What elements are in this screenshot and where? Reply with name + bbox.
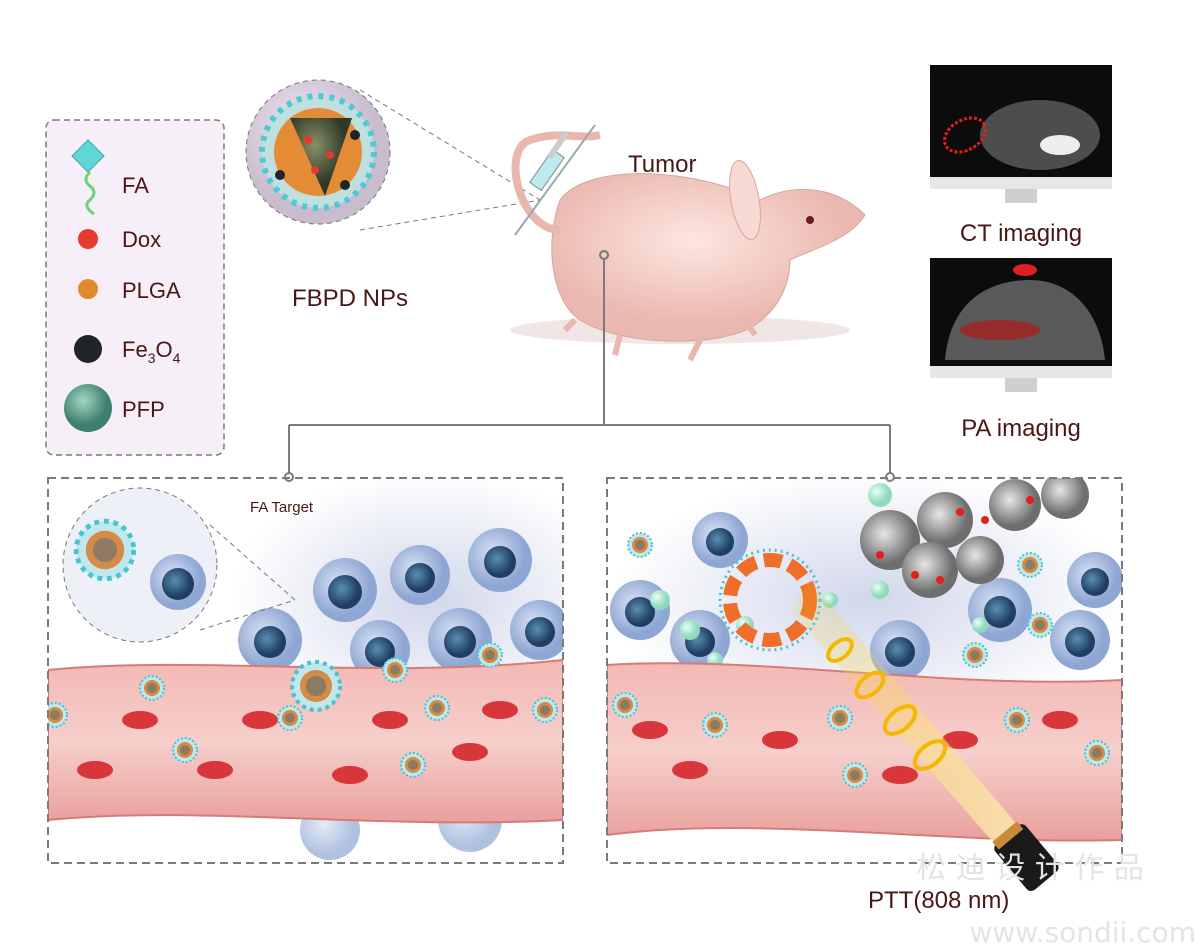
tumor-label: Tumor — [628, 151, 696, 178]
mouse-illustration — [510, 124, 866, 362]
legend-label-dox: Dox — [122, 227, 161, 252]
legend-label-plga: PLGA — [122, 278, 181, 303]
nanoparticle-label: FBPD NPs — [292, 285, 408, 312]
fa-ligand-icon — [71, 139, 105, 216]
ct-monitor — [930, 65, 1112, 203]
ct-imaging-label: CT imaging — [960, 220, 1082, 247]
connector-lines — [288, 259, 891, 473]
syringe-icon — [514, 124, 596, 236]
left-panel-fa-targeting — [47, 477, 564, 864]
fa-target-inset — [62, 487, 296, 643]
laser-beam — [790, 580, 1030, 850]
legend-label-pfp: PFP — [122, 397, 165, 422]
legend-label-fe3o4: Fe3O4 — [122, 337, 181, 366]
right-panel-ptt — [606, 477, 1123, 892]
blood-vessel — [607, 662, 1122, 842]
watermark-chinese: 松 迪 设 计 作 品 — [916, 851, 1144, 886]
laser-probe-icon — [992, 821, 1059, 892]
red-blood-cells — [632, 711, 1078, 784]
dead-cells — [860, 478, 1089, 598]
ptt-label: PTT(808 nm) — [868, 887, 1009, 914]
legend-label-fa: FA — [122, 173, 149, 198]
nanoparticle-illustration — [245, 79, 541, 231]
fe3o4-sphere-icon — [74, 335, 102, 363]
dox-sphere-icon — [78, 229, 98, 249]
pfp-sphere-icon — [64, 384, 112, 432]
pa-monitor — [930, 258, 1112, 392]
plga-sphere-icon — [78, 279, 98, 299]
pa-imaging-label: PA imaging — [961, 415, 1081, 442]
red-blood-cells — [77, 701, 518, 784]
legend-box: FA Dox PLGA Fe3O4 PFP — [45, 119, 225, 456]
fa-target-label: FA Target — [250, 499, 314, 516]
watermark-url: www.sondii.com — [969, 916, 1196, 947]
